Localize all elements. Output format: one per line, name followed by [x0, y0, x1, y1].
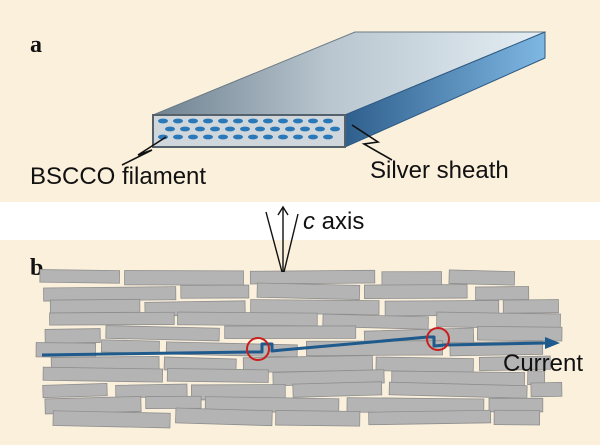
grain	[292, 381, 383, 398]
filament-dot	[158, 118, 168, 124]
sheath-leader-line	[351, 124, 393, 161]
grain-boundary-circle-left	[246, 337, 270, 361]
grain	[322, 313, 429, 330]
c-axis-symbol: c	[303, 208, 315, 235]
grain	[275, 410, 361, 427]
filament-dots	[158, 118, 340, 140]
filament-dot	[218, 118, 228, 124]
grain	[493, 409, 541, 426]
grain	[44, 328, 101, 344]
filament-leader-line	[121, 136, 167, 166]
filament-dot	[188, 118, 198, 124]
filament-dot	[285, 126, 295, 132]
filament-dot	[293, 118, 303, 124]
grain	[475, 286, 530, 301]
filament-dot	[173, 134, 183, 140]
grain	[249, 269, 376, 285]
current-label: Current	[503, 350, 583, 377]
filament-dot	[218, 134, 228, 140]
grain	[42, 383, 108, 399]
c-axis-arrowhead	[277, 205, 289, 216]
grain	[375, 356, 474, 373]
filament-dot	[263, 118, 273, 124]
grain-stack	[35, 269, 563, 429]
filament-dot	[233, 118, 243, 124]
c-axis-label: c axis	[303, 208, 364, 235]
grain	[175, 407, 273, 427]
filament-dot	[270, 126, 280, 132]
panel-a: a BSCCO filament Silver sheath	[0, 0, 600, 202]
filament-dot	[210, 126, 220, 132]
panel-a-letter: a	[30, 32, 42, 58]
filament-dot	[248, 134, 258, 140]
grain	[448, 269, 516, 286]
c-axis-word: axis	[315, 208, 364, 235]
current-path	[41, 335, 546, 357]
grain	[502, 299, 559, 314]
filament-dot	[180, 126, 190, 132]
grain	[105, 325, 220, 342]
filament-dot	[323, 118, 333, 124]
filament-dot	[233, 134, 243, 140]
tape-cross-section	[152, 31, 546, 148]
grain	[256, 282, 361, 300]
filament-dot	[188, 134, 198, 140]
grain	[530, 382, 563, 398]
sheath-label: Silver sheath	[370, 157, 509, 184]
c-axis-line-left	[265, 211, 283, 273]
grain	[49, 311, 175, 326]
filament-dot	[240, 126, 250, 132]
filament-dot	[315, 126, 325, 132]
filament-dot	[203, 134, 213, 140]
filament-label: BSCCO filament	[30, 163, 206, 190]
grain	[368, 409, 492, 426]
grain	[145, 395, 202, 409]
filament-dot	[165, 126, 175, 132]
filament-dot	[255, 126, 265, 132]
filament-dot	[195, 126, 205, 132]
grain	[43, 286, 177, 302]
grain	[363, 284, 468, 299]
grain	[177, 311, 318, 327]
grain	[49, 298, 141, 314]
filament-dot	[300, 126, 310, 132]
grain	[115, 383, 188, 399]
grain	[39, 269, 121, 284]
grain	[42, 366, 164, 383]
filament-dot	[330, 126, 340, 132]
c-axis-indicator: c axis	[265, 205, 364, 273]
grain	[381, 271, 442, 287]
grain	[224, 325, 357, 339]
filament-dot	[323, 134, 333, 140]
grain	[180, 284, 250, 299]
grain	[250, 299, 380, 315]
filament-dot	[263, 134, 273, 140]
grain	[476, 325, 563, 342]
filament-dot	[293, 134, 303, 140]
grain	[124, 270, 244, 286]
filament-dot	[278, 134, 288, 140]
filament-dot	[248, 118, 258, 124]
grain	[478, 355, 551, 372]
filament-dot	[225, 126, 235, 132]
grain	[52, 410, 171, 429]
filament-dot	[173, 118, 183, 124]
filament-dot	[308, 118, 318, 124]
separator-band	[0, 202, 600, 240]
grain	[100, 339, 160, 354]
panel-b: b Current	[0, 240, 600, 445]
grain	[166, 368, 269, 383]
current-arrowhead	[545, 337, 560, 349]
grain	[488, 397, 544, 413]
filament-dot	[203, 118, 213, 124]
filament-dot	[278, 118, 288, 124]
c-axis-line-right	[283, 213, 299, 273]
grain-boundary-circle-right	[426, 327, 450, 351]
grain	[388, 381, 528, 399]
filament-dot	[308, 134, 318, 140]
